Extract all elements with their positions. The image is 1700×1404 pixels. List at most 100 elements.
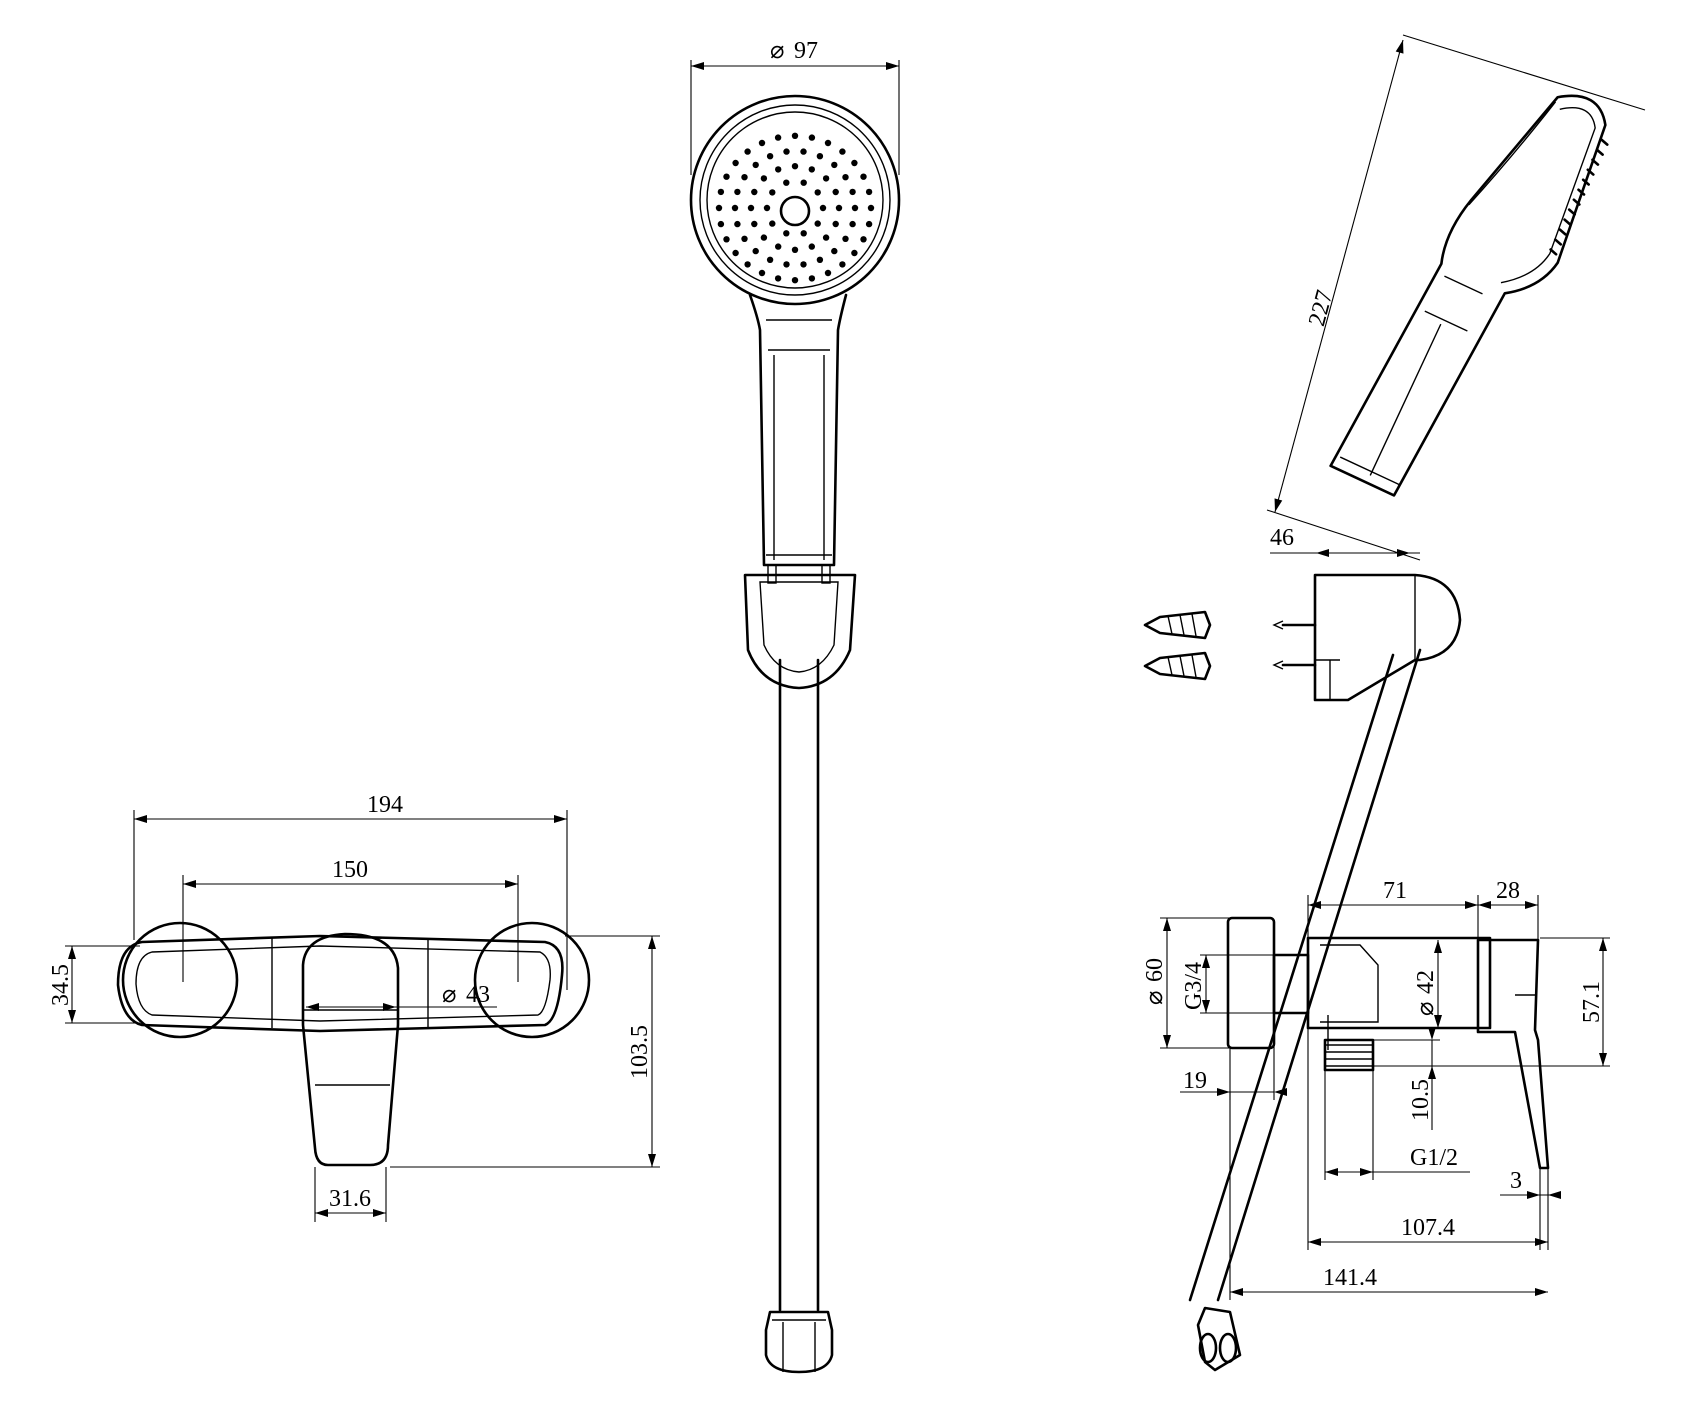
spray-nozzle: [860, 236, 867, 243]
dim-g1-2-label: G1/2: [1410, 1145, 1458, 1171]
spray-nozzle: [832, 220, 839, 228]
side-nozzle: [1553, 238, 1563, 246]
dim-194-label: 194: [367, 792, 403, 818]
spray-nozzle: [849, 188, 856, 196]
side-nozzle: [1581, 178, 1590, 186]
spray-nozzle: [751, 188, 758, 196]
dim-227-label: 227: [1304, 287, 1338, 329]
spray-nozzle: [808, 134, 816, 141]
spray-nozzle: [775, 243, 782, 250]
diameter-symbol-60: ⌀: [1142, 991, 1168, 1005]
spray-nozzle: [808, 243, 815, 250]
spray-nozzle: [842, 235, 849, 242]
hand-shower-front-view: ⌀ 97: [689, 38, 901, 1374]
spray-nozzle: [747, 204, 755, 212]
dim-141-4-label: 141.4: [1323, 1265, 1377, 1291]
mixer-front-view: 194 150 34.5 103.5 ⌀ 43 31: [48, 792, 660, 1222]
dim-46-label: 46: [1270, 525, 1294, 551]
spray-nozzle: [814, 189, 821, 196]
side-nozzle: [1549, 248, 1558, 256]
dim-103-5-label: 103.5: [627, 1025, 653, 1079]
spray-nozzle: [744, 261, 751, 268]
spray-nozzle: [734, 220, 741, 228]
spray-nozzle: [774, 275, 782, 282]
side-nozzle: [1558, 228, 1567, 236]
spray-nozzle: [851, 204, 859, 212]
spray-nozzle: [816, 153, 824, 160]
side-nozzle: [1591, 158, 1600, 166]
dim-34-5-label: 34.5: [48, 964, 74, 1006]
spray-nozzle: [752, 247, 759, 255]
dim-19-label: 19: [1183, 1068, 1207, 1094]
spray-nozzle: [842, 174, 849, 181]
spray-nozzle: [763, 204, 771, 212]
spray-nozzle: [766, 256, 774, 263]
diameter-symbol-97: ⌀: [770, 38, 784, 64]
dim-150-label: 150: [332, 857, 368, 883]
spray-nozzle: [769, 189, 776, 196]
spray-nozzle: [865, 188, 873, 196]
spray-nozzle: [741, 174, 748, 181]
dim-71-label: 71: [1383, 878, 1407, 904]
spray-nozzle: [816, 256, 824, 263]
dim-g3-4-label: G3/4: [1181, 962, 1207, 1010]
spray-nozzle: [741, 235, 748, 242]
side-nozzle: [1567, 208, 1577, 216]
diameter-symbol-42: ⌀: [1413, 1002, 1439, 1016]
spray-nozzle: [783, 179, 790, 186]
spray-nozzle: [831, 247, 838, 255]
spray-nozzle: [824, 139, 832, 147]
spray-nozzle: [800, 261, 807, 268]
spray-nozzle: [760, 175, 768, 182]
spray-nozzle: [791, 246, 799, 253]
spray-nozzle: [760, 234, 768, 241]
spray-nozzle: [717, 220, 725, 228]
spray-nozzle: [822, 175, 830, 182]
spray-nozzle: [851, 159, 858, 167]
dim-31-6-label: 31.6: [329, 1186, 371, 1212]
spray-nozzle: [734, 188, 741, 196]
spray-nozzle: [766, 153, 774, 160]
spray-nozzle: [775, 166, 782, 173]
spray-nozzle: [832, 188, 839, 196]
spray-nozzle: [824, 269, 832, 277]
shower-side-view: 227 46 71 28 ⌀ 60 G3/4: [1142, 34, 1646, 1372]
spray-nozzle: [731, 204, 739, 212]
spray-nozzle: [783, 148, 790, 155]
dim-3-label: 3: [1510, 1168, 1522, 1194]
spray-nozzle: [808, 275, 816, 282]
spray-nozzle: [723, 236, 730, 243]
spray-nozzles: [715, 132, 875, 284]
dim-60-label: 60: [1142, 958, 1168, 982]
spray-nozzle: [769, 220, 776, 227]
dim-42-label: 42: [1413, 970, 1439, 994]
spray-nozzle: [783, 261, 790, 268]
spray-nozzle: [851, 249, 858, 257]
side-nozzle: [1586, 168, 1595, 176]
spray-nozzle: [751, 220, 758, 228]
spray-nozzle: [744, 148, 751, 155]
spray-nozzle: [814, 220, 821, 227]
spray-nozzle: [849, 220, 856, 228]
spray-nozzle: [717, 188, 725, 196]
dim-10-5-label: 10.5: [1408, 1079, 1434, 1121]
diameter-symbol: ⌀: [442, 982, 456, 1008]
wall-plugs: [1143, 610, 1212, 681]
dim-43-label: 43: [466, 982, 490, 1008]
spray-nozzle: [819, 204, 827, 212]
dim-107-4-label: 107.4: [1401, 1215, 1455, 1241]
dim-57-1-label: 57.1: [1579, 981, 1605, 1023]
spray-nozzle: [758, 269, 766, 277]
spray-nozzle: [791, 132, 799, 139]
spray-nozzle: [800, 179, 807, 186]
side-nozzle: [1577, 188, 1586, 196]
spray-nozzle: [774, 134, 782, 141]
spray-nozzle: [839, 261, 846, 268]
spray-nozzle: [783, 230, 790, 237]
spray-nozzle: [831, 161, 838, 169]
spray-nozzle: [758, 139, 766, 147]
side-nozzle: [1572, 198, 1581, 206]
side-nozzle: [1600, 138, 1609, 146]
dim-28-label: 28: [1496, 878, 1520, 904]
